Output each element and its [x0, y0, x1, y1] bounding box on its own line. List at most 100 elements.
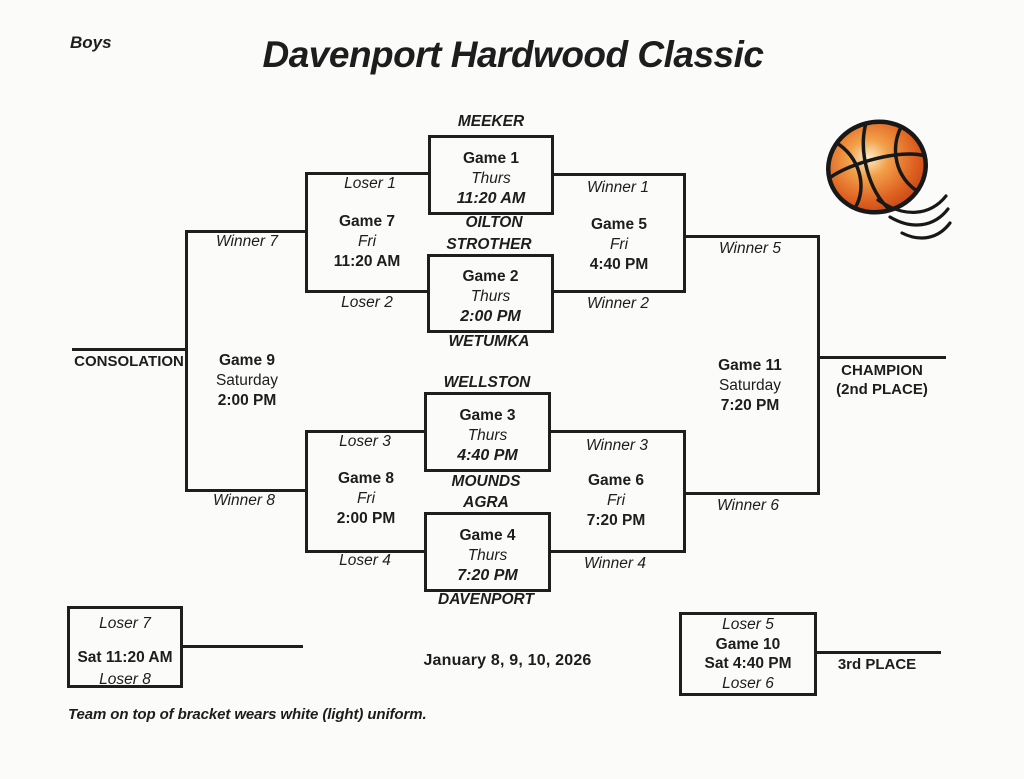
winner7-line — [185, 230, 308, 233]
game-day: Saturday — [718, 377, 782, 394]
champion-line — [817, 356, 946, 359]
losers-final-line — [181, 645, 303, 648]
feed-winner-1: Winner 1 — [587, 179, 649, 196]
game-label: Game 8 — [337, 470, 394, 487]
division-label: Boys — [70, 33, 112, 52]
feed-loser-4: Loser 4 — [339, 552, 391, 569]
game-time: Sat 11:20 AM — [77, 649, 173, 666]
game-time: 7:20 PM — [457, 567, 518, 584]
tournament-dates: January 8, 9, 10, 2026 — [423, 652, 592, 669]
game-label: Game 2 — [462, 268, 519, 285]
game9-info: Game 9 Saturday 2:00 PM — [177, 351, 317, 411]
feed-loser-1: Loser 1 — [344, 175, 396, 192]
game-day: Fri — [609, 236, 629, 253]
game-label: Game 9 — [218, 352, 275, 369]
game-time: Sat 4:40 PM — [704, 655, 792, 672]
third-place-line — [814, 651, 941, 654]
feed-loser-2: Loser 2 — [341, 294, 393, 311]
game-time: 7:20 PM — [720, 397, 780, 414]
game11-vertical-line — [817, 235, 820, 495]
game5-top-line — [552, 173, 686, 176]
game-day: Fri — [606, 492, 626, 509]
feed-winner-2: Winner 2 — [587, 295, 649, 312]
champion-label-line2: (2nd PLACE) — [836, 381, 928, 398]
game-label: Game 3 — [459, 407, 516, 424]
uniform-footnote: Team on top of bracket wears white (ligh… — [68, 706, 427, 723]
game-day: Fri — [357, 233, 377, 250]
game-day: Saturday — [215, 372, 279, 389]
game-time: 7:20 PM — [586, 512, 646, 529]
feed-loser-6: Loser 6 — [722, 674, 774, 692]
game5-vertical-line — [683, 173, 686, 293]
game9-vertical-line — [185, 230, 188, 492]
game8-top-line — [305, 430, 425, 433]
winner5-line — [683, 235, 820, 238]
game7-top-line — [305, 172, 429, 175]
game-label: Game 11 — [718, 357, 782, 374]
consolation-line — [72, 348, 188, 351]
game8-info: Game 8 Fri 2:00 PM — [296, 469, 436, 529]
game3-box: Game 3 Thurs 4:40 PM — [424, 392, 551, 472]
team-wellston: WELLSTON — [443, 374, 531, 391]
game-time: 2:00 PM — [336, 510, 396, 527]
game7-bottom-line — [305, 290, 428, 293]
game6-bottom-line — [550, 550, 686, 553]
tournament-title: Davenport Hardwood Classic — [262, 34, 764, 75]
feed-loser-3: Loser 3 — [339, 433, 391, 450]
game4-box: Game 4 Thurs 7:20 PM — [424, 512, 551, 592]
game1-box: Game 1 Thurs 11:20 AM — [428, 135, 554, 215]
game-label: Game 10 — [715, 635, 781, 653]
game6-top-line — [550, 430, 686, 433]
game8-bottom-line — [305, 550, 425, 553]
feed-winner-3: Winner 3 — [586, 437, 648, 454]
champion-label-line1: CHAMPION — [841, 362, 923, 379]
team-mounds: MOUNDS — [451, 473, 521, 490]
team-davenport: DAVENPORT — [438, 591, 534, 608]
game-time: 11:20 AM — [333, 253, 401, 270]
game-label: Game 5 — [590, 216, 647, 233]
feed-winner-5: Winner 5 — [719, 240, 781, 257]
game-label: Game 1 — [462, 150, 519, 167]
game-day: Thurs — [467, 427, 508, 444]
feed-winner-4: Winner 4 — [584, 555, 646, 572]
game8-vertical-line — [305, 430, 308, 553]
champion-label: CHAMPION (2nd PLACE) — [812, 361, 952, 399]
losers-final-box: Loser 7 Sat 11:20 AM Loser 8 — [67, 606, 183, 688]
game-time: 2:00 PM — [460, 308, 521, 325]
game7-info: Game 7 Fri 11:20 AM — [297, 212, 437, 272]
feed-winner-6: Winner 6 — [717, 497, 779, 514]
game-time: 4:40 PM — [589, 256, 649, 273]
game-label: Game 6 — [587, 472, 644, 489]
third-place-label: 3rd PLACE — [837, 656, 917, 673]
game6-info: Game 6 Fri 7:20 PM — [546, 471, 686, 531]
feed-loser-5: Loser 5 — [722, 616, 774, 633]
feed-winner-8: Winner 8 — [213, 492, 275, 509]
basketball-icon — [826, 119, 952, 240]
game-day: Fri — [356, 490, 376, 507]
game-time: 2:00 PM — [217, 392, 277, 409]
game-day: Thurs — [467, 547, 508, 564]
game-label: Game 4 — [459, 527, 516, 544]
game5-bottom-line — [552, 290, 686, 293]
game11-info: Game 11 Saturday 7:20 PM — [680, 356, 820, 416]
team-agra: AGRA — [463, 494, 509, 511]
team-strother: STROTHER — [446, 236, 532, 253]
winner6-line — [683, 492, 820, 495]
feed-loser-7: Loser 7 — [99, 615, 151, 632]
feed-winner-7: Winner 7 — [216, 233, 278, 250]
team-meeker: MEEKER — [457, 113, 525, 130]
game6-vertical-line — [683, 430, 686, 553]
game2-box: Game 2 Thurs 2:00 PM — [427, 254, 554, 333]
team-wetumka: WETUMKA — [448, 333, 530, 350]
game-time: 11:20 AM — [456, 190, 526, 207]
game-time: 4:40 PM — [457, 447, 518, 464]
game-day: Thurs — [470, 288, 511, 305]
consolation-label: CONSOLATION — [74, 353, 184, 370]
game5-info: Game 5 Fri 4:40 PM — [549, 215, 689, 275]
team-oilton: OILTON — [465, 214, 523, 231]
winner8-line — [185, 489, 308, 492]
game10-box: Loser 5 Game 10 Sat 4:40 PM Loser 6 — [679, 612, 817, 696]
game-day: Thurs — [471, 170, 511, 187]
motion-swoosh-lines — [876, 194, 952, 240]
